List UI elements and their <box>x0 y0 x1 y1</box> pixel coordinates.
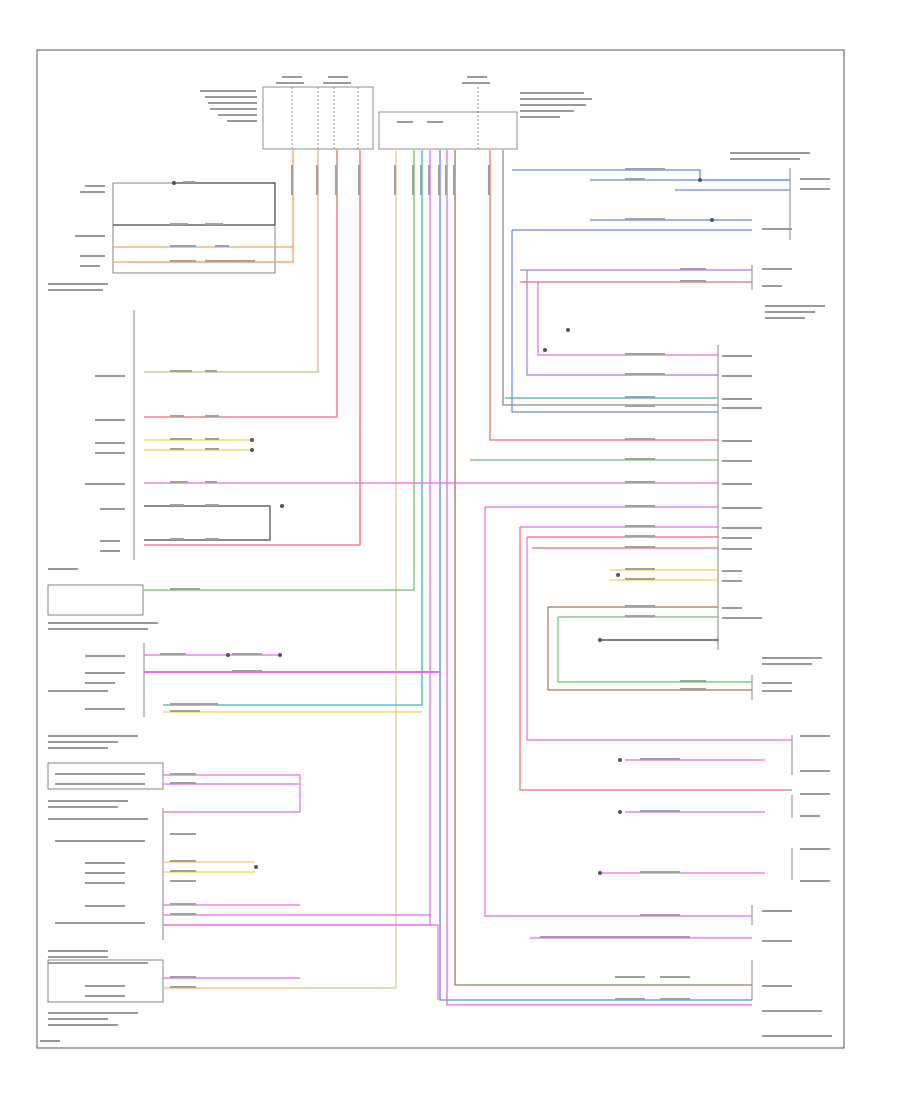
left-component-boxes <box>47 182 276 1003</box>
wire-violet <box>163 150 431 926</box>
tpms-left-rear-box <box>47 959 164 1003</box>
pin-markers <box>172 178 714 875</box>
wire-gray-right <box>502 150 718 406</box>
wire-red-right <box>489 150 718 441</box>
left-label-marks <box>40 185 158 1042</box>
wire-red-2 <box>144 150 361 546</box>
wire-red-batt <box>144 150 338 418</box>
vertical-wire-code-marks <box>291 165 490 195</box>
fuse-box-right <box>378 111 518 150</box>
wire-magenta-long <box>446 150 752 1006</box>
wire-blue <box>439 150 752 1001</box>
wire-blue-right <box>512 169 790 181</box>
top-connector-text-marks <box>200 76 592 123</box>
right-label-marks <box>722 152 832 1037</box>
right-horizontal-wires <box>144 179 792 939</box>
tpms-left-front-box <box>47 762 164 790</box>
left-horizontal-wires <box>113 182 440 1000</box>
vertical-wire-bundle <box>130 150 790 1006</box>
wire-brown <box>454 150 752 986</box>
wire-code-marks <box>160 168 706 1000</box>
wire-green <box>144 150 415 591</box>
wire-tan-1 <box>144 150 319 373</box>
top-connector-group <box>262 86 518 150</box>
wire-teal <box>163 150 423 706</box>
left-top-box <box>112 182 276 274</box>
right-component-boxes <box>717 168 793 1000</box>
cluster-box <box>47 584 144 616</box>
wire-orange-fuse <box>130 150 294 263</box>
diagram-frame <box>36 49 845 1049</box>
